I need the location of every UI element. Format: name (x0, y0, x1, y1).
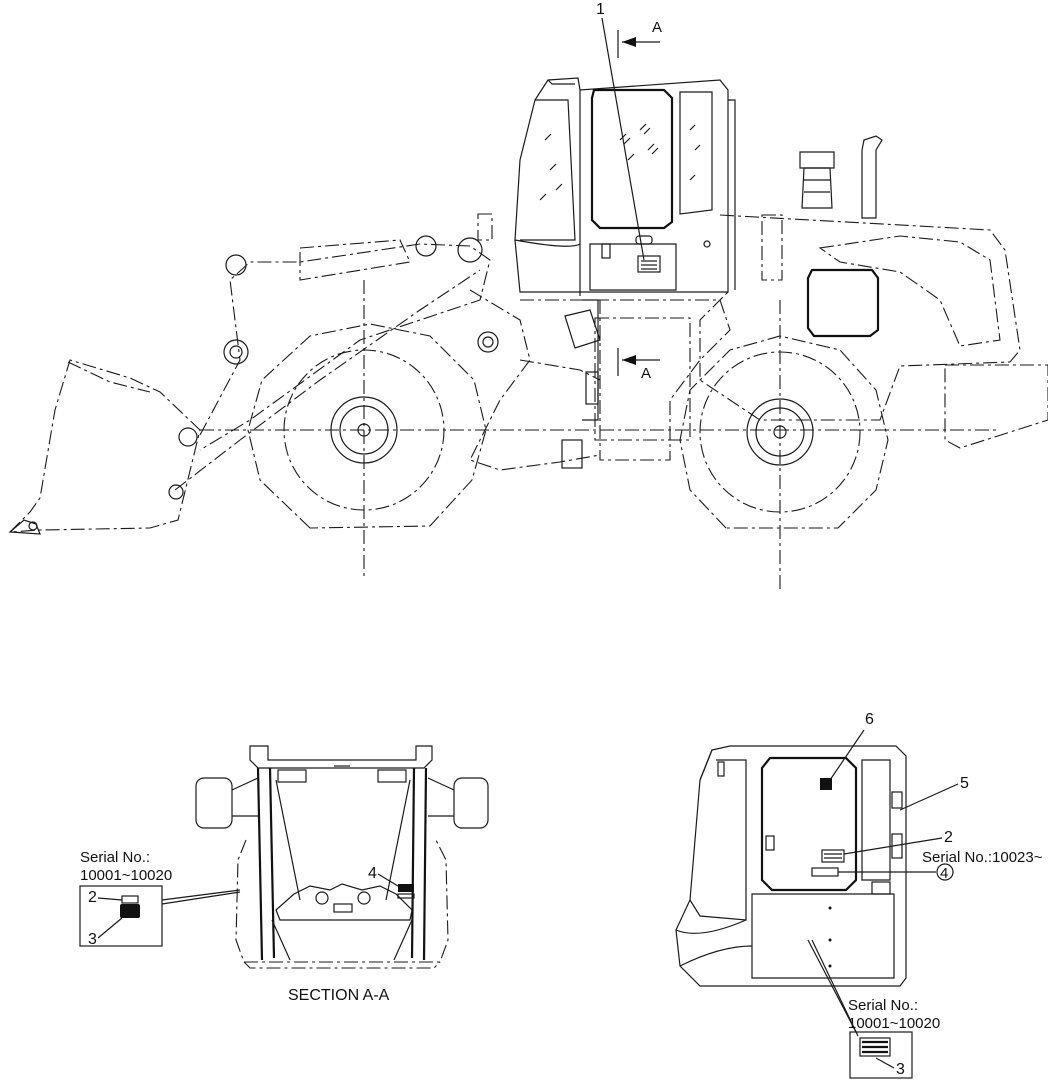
operator-cab (514, 77, 736, 296)
serial-right-side: Serial No.:10023~ 4 (838, 849, 1043, 882)
callout-1: 1 (596, 1, 645, 261)
ladder (561, 299, 601, 469)
callout-5: 5 (899, 775, 969, 811)
right-serial-line2: 10001~10020 (848, 1015, 940, 1032)
left-callout-2-label: 2 (88, 889, 97, 906)
decal-4 (811, 867, 839, 877)
circled-4-label: 4 (940, 865, 948, 882)
callout-1-label: 1 (596, 1, 605, 18)
right-inset-decal (859, 1037, 891, 1057)
chassis (519, 214, 1048, 461)
callout-6-label: 6 (865, 711, 874, 728)
glass-marks (539, 123, 701, 201)
right-serial-side-text: Serial No.:10023~ (922, 849, 1043, 866)
right-callout-2-label: 2 (944, 829, 953, 846)
right-callout-3-label: 3 (896, 1061, 905, 1078)
right-inset-box (849, 1031, 913, 1079)
decal-2 (821, 849, 845, 863)
section-marker-top: A (617, 19, 662, 58)
section-marker-mid-label: A (641, 365, 651, 382)
front-frame (469, 289, 601, 471)
left-callout-3-label: 3 (88, 931, 97, 948)
label-decal-2 (121, 895, 139, 904)
right-mirror (453, 777, 489, 829)
callout-4: 4 (368, 865, 399, 887)
wheel-loader-side-view (8, 77, 1048, 590)
left-serial-inset: Serial No.: 10001~10020 2 3 (79, 849, 241, 948)
rear-wheel (679, 335, 889, 529)
circled-4-marker (936, 863, 954, 881)
left-serial-line1: Serial No.: (80, 849, 150, 866)
callout-4-label: 4 (368, 865, 377, 882)
right-serial-line1: Serial No.: (848, 997, 918, 1014)
front-wheel (247, 323, 487, 529)
bucket (8, 359, 201, 535)
callout-6: 6 (829, 711, 874, 781)
exhaust-stack (799, 135, 883, 219)
decal-6 (820, 778, 832, 790)
label-decal-3 (120, 904, 140, 918)
section-marker-mid: A (617, 348, 660, 382)
callout-5-label: 5 (960, 775, 969, 792)
callout-2-right: 2 (843, 829, 953, 855)
left-serial-line2: 10001~10020 (80, 867, 172, 884)
section-a-a-view (195, 745, 489, 969)
left-inset-box (79, 885, 163, 947)
right-serial-inset: Serial No.: 10001~10020 3 (807, 939, 940, 1079)
left-mirror (195, 777, 233, 829)
cab-detail-view (675, 745, 907, 987)
section-marker-top-label: A (652, 19, 662, 36)
section-title: SECTION A-A (288, 987, 390, 1004)
